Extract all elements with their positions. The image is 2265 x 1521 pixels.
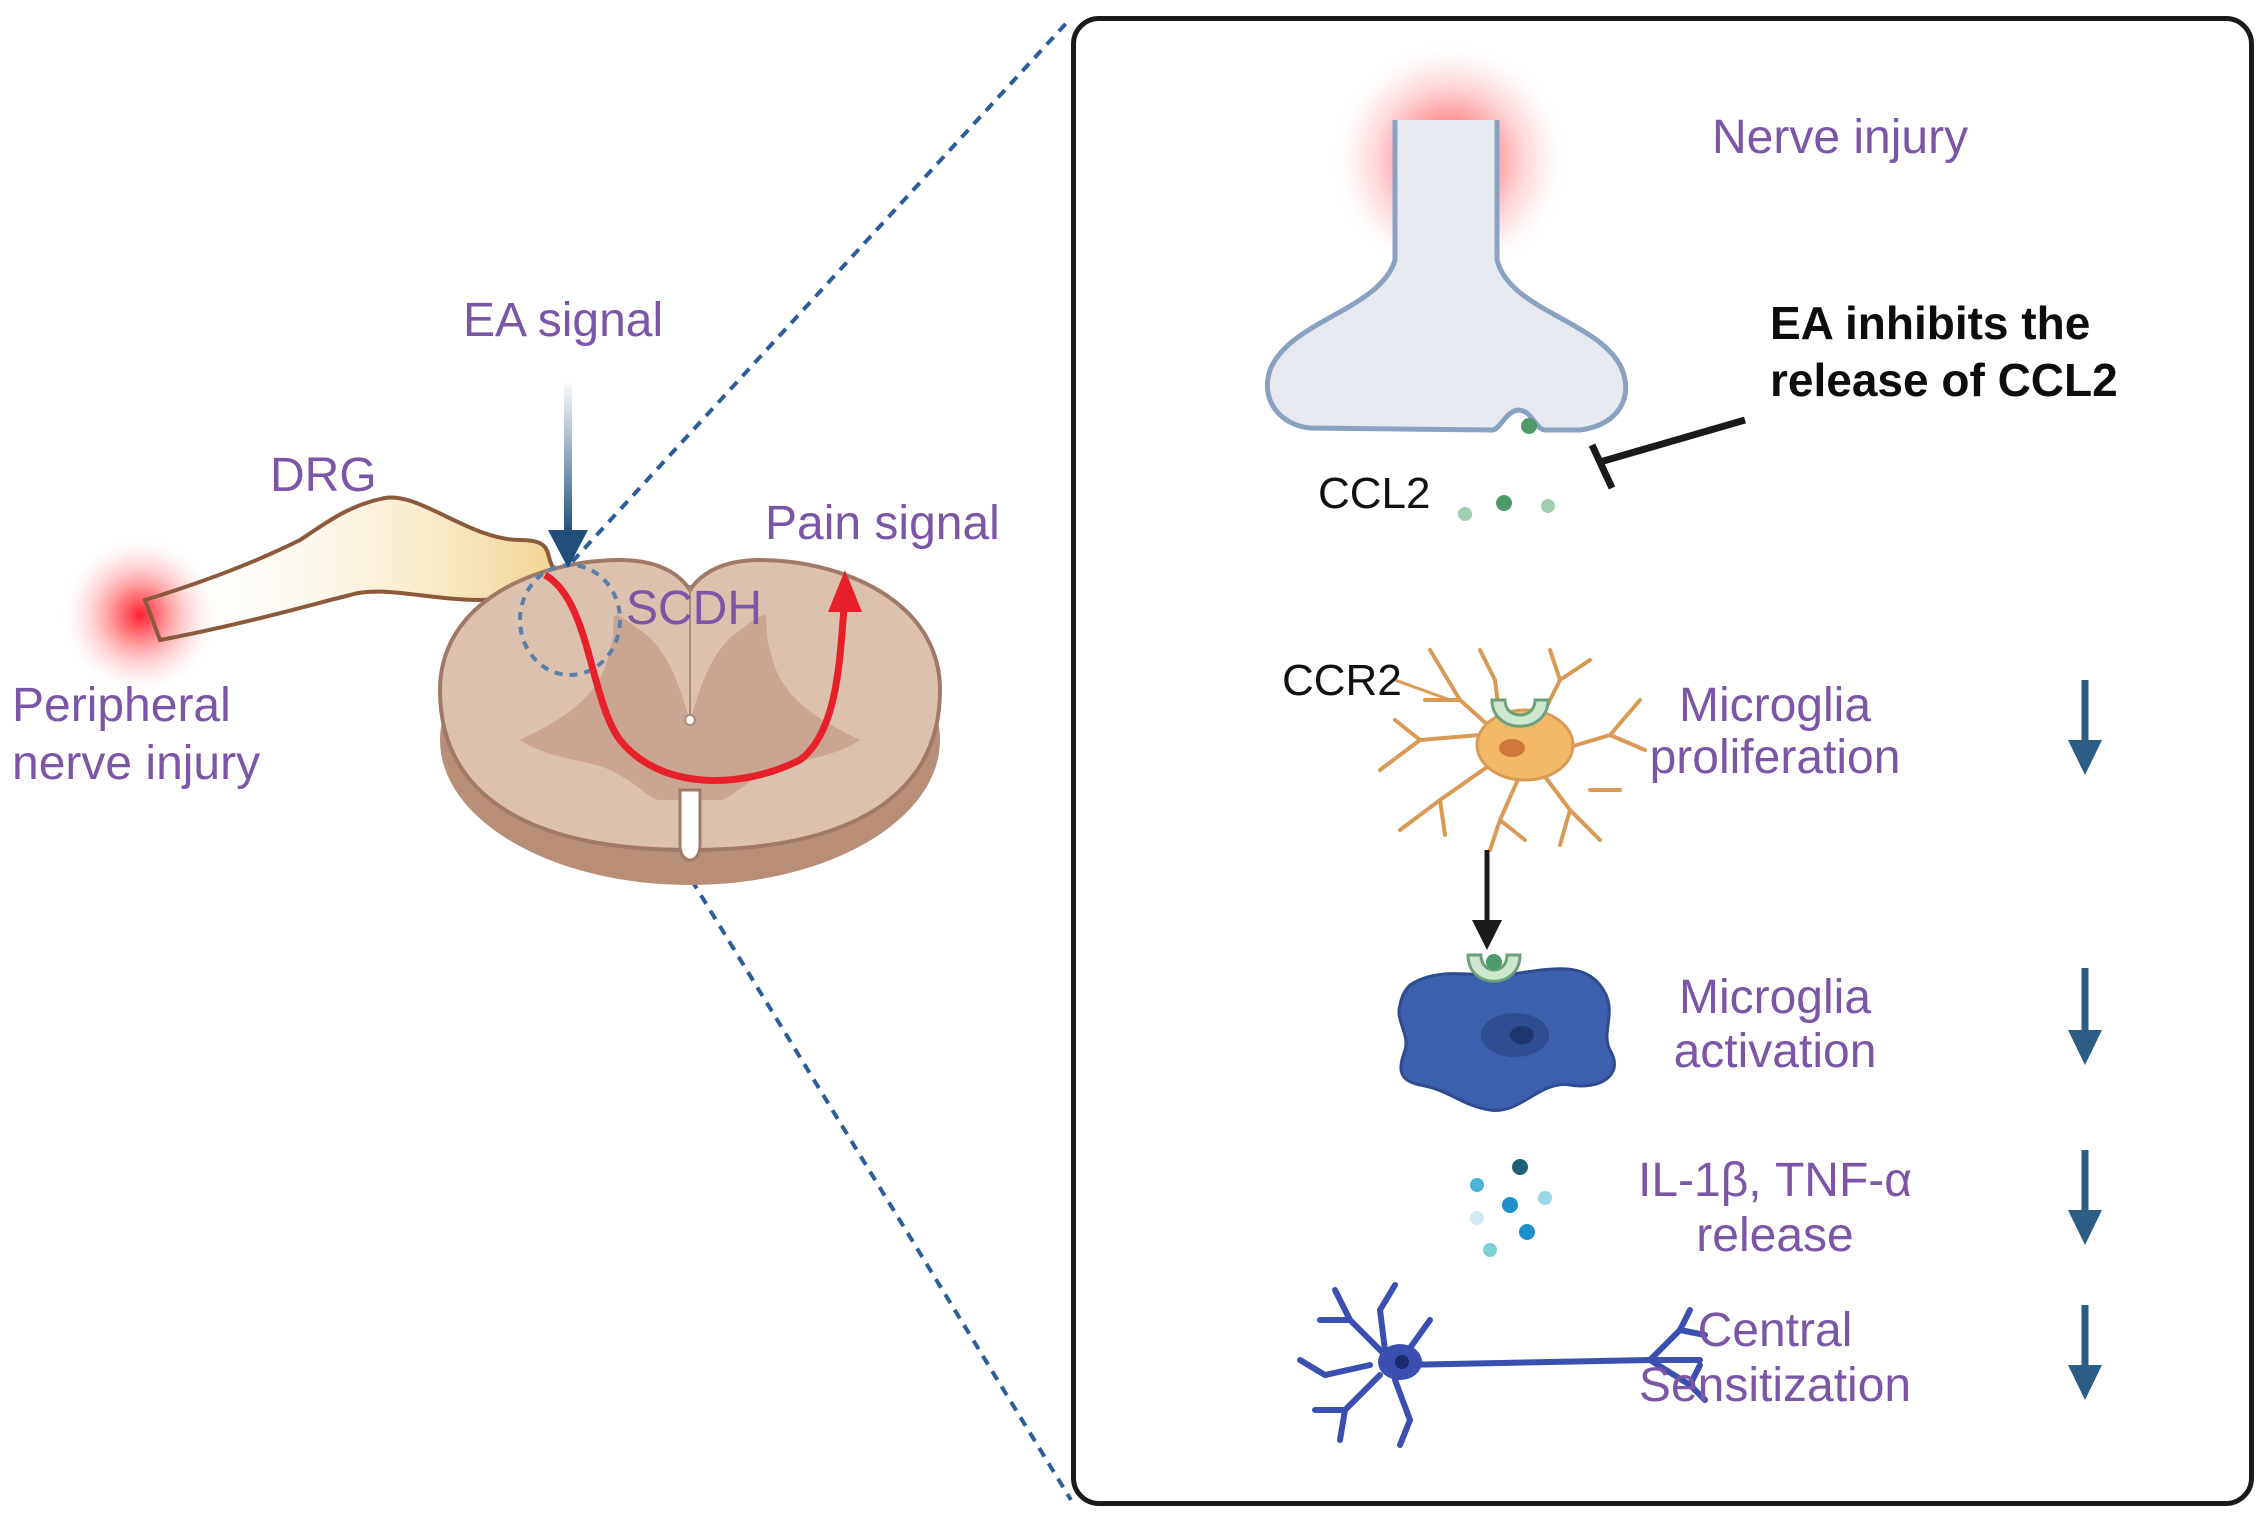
outcome-activation-line2: activation — [1673, 1025, 1877, 1078]
resting-microglia — [1378, 648, 1647, 852]
drg-label: DRG — [270, 449, 377, 502]
ea-inhibits-label-line1: EA inhibits the — [1770, 297, 2091, 349]
ccr2-receptor-resting — [1490, 698, 1550, 728]
presynaptic-terminal — [1264, 110, 1629, 433]
outcome-sensitization-line1: Central — [1697, 1304, 1853, 1357]
ccr2-label: CCR2 — [1282, 656, 1402, 705]
inhibition-symbol — [1588, 416, 1746, 490]
neuron — [1297, 1282, 1708, 1448]
ea-signal-arrow — [548, 380, 588, 568]
pain-signal-label: Pain signal — [765, 497, 1000, 550]
ccr2-receptor-active — [1466, 953, 1522, 983]
nerve-injury-label: Nerve injury — [1712, 111, 1969, 164]
peripheral-injury-label-line1: Peripheral — [12, 679, 231, 732]
outcome-proliferation-line2: proliferation — [1649, 731, 1901, 784]
ea-inhibits-label-line2: release of CCL2 — [1770, 354, 2118, 406]
pain-signal-path — [543, 570, 862, 784]
down-arrow-proliferation — [2068, 680, 2102, 775]
outcome-proliferation-line1: Microglia — [1678, 679, 1872, 732]
zoom-panel — [1071, 16, 2254, 1506]
outcome-cytokines-line1: IL-1β, TNF-α — [1637, 1154, 1913, 1207]
down-arrow-activation — [2068, 968, 2102, 1065]
peripheral-injury-glow — [60, 535, 220, 695]
scdh-region — [518, 563, 622, 677]
outcome-activation-line1: Microglia — [1678, 971, 1872, 1024]
spinal-cord — [437, 557, 943, 885]
ccl2-molecules — [1458, 418, 1555, 521]
peripheral-nerve — [142, 495, 569, 643]
ccl2-label: CCL2 — [1318, 469, 1431, 518]
peripheral-injury-label-line2: nerve injury — [12, 737, 261, 790]
down-arrow-cytokines — [2068, 1150, 2102, 1245]
ea-signal-label: EA signal — [463, 294, 664, 347]
down-arrow-sensitization — [2068, 1305, 2102, 1400]
outcome-cytokines-line2: release — [1696, 1209, 1854, 1262]
outcome-sensitization-line2: Sensitization — [1638, 1359, 1912, 1412]
cytokines — [1470, 1159, 1552, 1257]
activation-arrow — [1472, 850, 1502, 950]
scdh-label: SCDH — [626, 582, 763, 635]
